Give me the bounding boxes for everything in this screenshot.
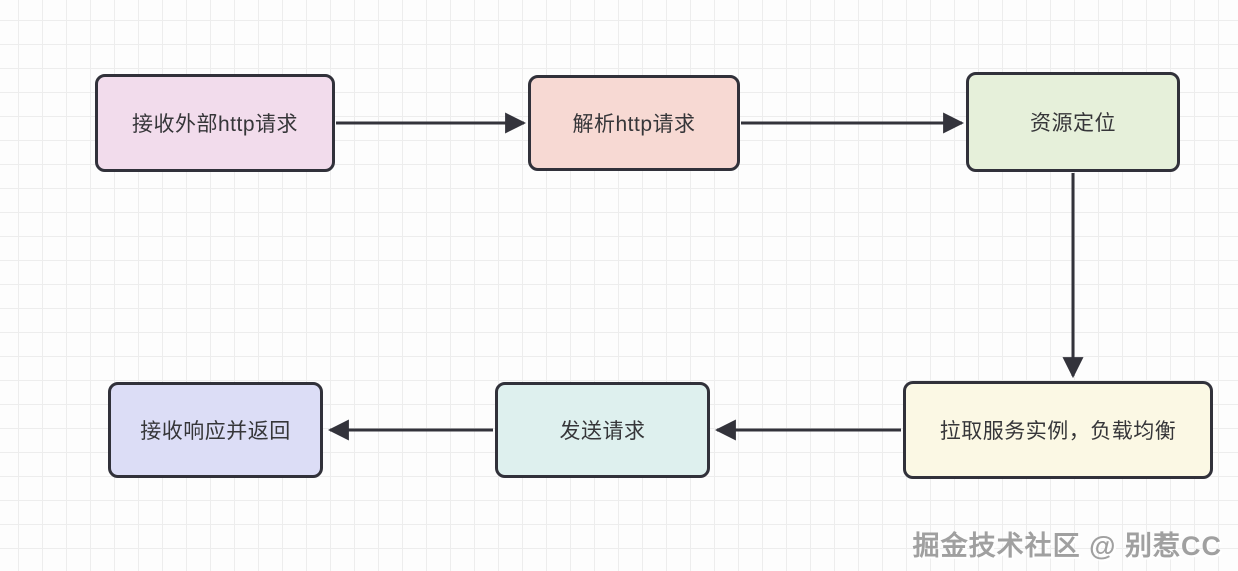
flow-node-parse-http-request[interactable]: 解析http请求 bbox=[528, 75, 740, 171]
flow-node-label: 解析http请求 bbox=[572, 113, 696, 136]
flow-node-resource-locating[interactable]: 资源定位 bbox=[966, 72, 1180, 172]
flow-node-label: 发送请求 bbox=[559, 420, 646, 443]
flow-node-label: 资源定位 bbox=[1030, 112, 1116, 135]
flow-node-receive-http-request[interactable]: 接收外部http请求 bbox=[95, 74, 335, 172]
flow-node-label: 拉取服务实例，负载均衡 bbox=[939, 420, 1177, 443]
flow-node-pull-instances-load-balance[interactable]: 拉取服务实例，负载均衡 bbox=[903, 381, 1213, 479]
watermark: 掘金技术社区 @ 别惹CC bbox=[912, 531, 1222, 561]
flow-node-label: 接收外部http请求 bbox=[131, 113, 299, 136]
flow-node-receive-response-return[interactable]: 接收响应并返回 bbox=[108, 382, 323, 478]
flow-node-label: 接收响应并返回 bbox=[140, 420, 291, 443]
flow-node-send-request[interactable]: 发送请求 bbox=[495, 382, 710, 478]
